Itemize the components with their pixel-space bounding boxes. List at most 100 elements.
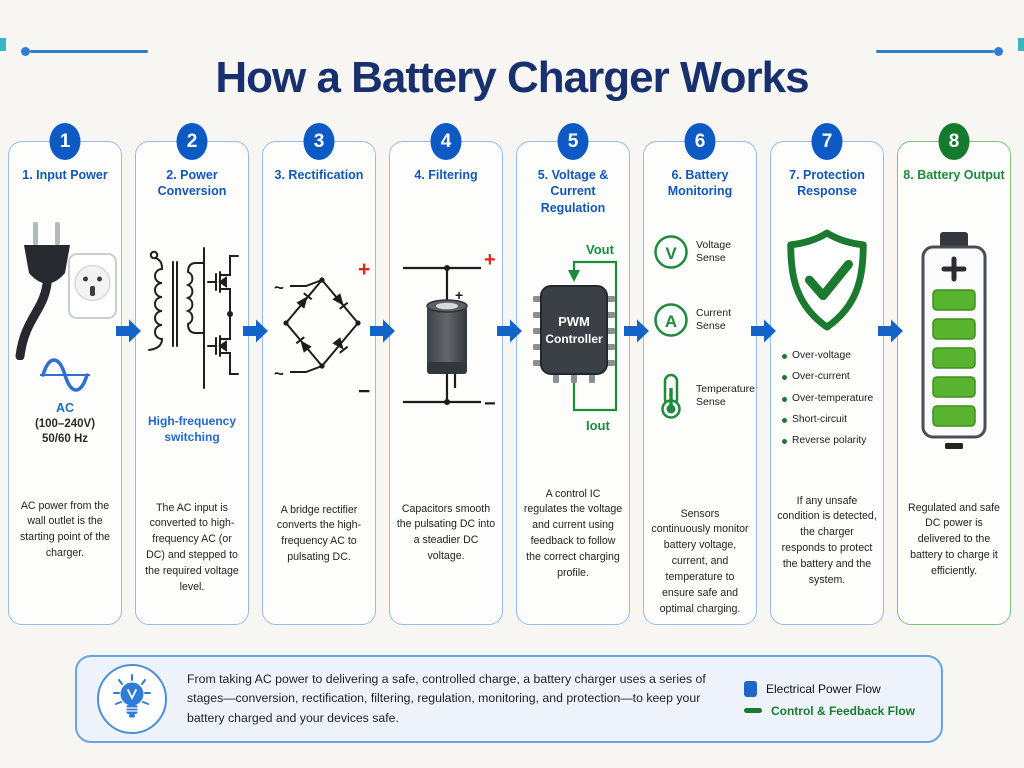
sensor-label: Voltage Sense: [696, 238, 732, 264]
legend: Electrical Power Flow Control & Feedback…: [743, 674, 915, 725]
list-item: Over-current: [782, 371, 881, 383]
stage-title: 5. Voltage & Current Regulation: [537, 168, 609, 215]
list-item: Over-temperature: [782, 393, 881, 405]
list-item: Reverse polarity: [782, 435, 881, 447]
stage-description: The AC input is converted to high-freque…: [145, 501, 239, 594]
legend-item-feedback-flow: Control & Feedback Flow: [743, 703, 915, 718]
stage-title: 1. Input Power: [22, 168, 108, 182]
chip-label-line2: Controller: [545, 332, 603, 346]
summary-text: From taking AC power to delivering a saf…: [187, 672, 706, 725]
power-flow-arrow-icon: [115, 318, 142, 344]
stage-card-input-power: 1 1. Input Power AC (100–240V): [8, 123, 122, 625]
protection-bullet-list: Over-voltage Over-current Over-temperatu…: [782, 350, 881, 457]
edge-accent-right: [1018, 38, 1024, 51]
bullet-dot: [782, 396, 787, 402]
transformer-circuit-icon: [146, 242, 240, 399]
list-item: Over-voltage: [782, 350, 881, 362]
title-line-right: [876, 50, 994, 53]
stage-description: A control IC regulates the voltage and c…: [523, 487, 623, 580]
legend-label: Control & Feedback Flow: [770, 703, 915, 718]
capacitor-icon: + + −: [397, 249, 497, 425]
stage-number-badge: 1: [49, 123, 81, 160]
feedback-flow-swatch-icon: [743, 708, 762, 713]
plus-terminal: +: [484, 250, 496, 271]
stage-title: 2. Power Conversion: [157, 168, 227, 199]
plus-terminal: +: [358, 258, 370, 281]
voltage-sense-row: V Voltage Sense: [653, 234, 754, 270]
stage-description: If any unsafe condition is detected, the…: [777, 494, 877, 587]
current-symbol: A: [665, 312, 677, 331]
bullet-dot: [782, 418, 787, 424]
minus-terminal: −: [358, 380, 370, 403]
stage-card-rectification: 3 3. Rectification: [262, 123, 376, 625]
title-line-left: [30, 50, 148, 53]
thermometer-icon: [653, 372, 689, 420]
ac-tilde-top: ~: [274, 278, 284, 297]
edge-accent-left: [0, 38, 6, 51]
stage-card-regulation: 5 5. Voltage & Current Regulation Vout P…: [516, 123, 630, 625]
stage-number-badge: 8: [938, 123, 970, 160]
stage-card-battery-output: 8 8. Battery Output Regulate: [897, 123, 1011, 625]
current-sense-row: A Current Sense: [653, 302, 754, 338]
title-line-dot-right: [994, 47, 1003, 56]
voltage-range-label: (100–240V): [34, 417, 96, 430]
stage-card-protection-response: 7 7. Protection Response Over-voltage Ov…: [770, 123, 884, 625]
stage-title: 7. Protection Response: [789, 168, 865, 199]
power-flow-arrow-icon: [750, 318, 777, 344]
ac-label: AC: [55, 401, 75, 415]
chip-label-line1: PWM: [558, 314, 590, 329]
power-flow-arrow-icon: [242, 318, 269, 344]
stage-number-badge: 6: [684, 123, 716, 160]
stage-description: Capacitors smooth the pulsating DC into …: [396, 502, 496, 563]
capacitor-plus-mark: +: [455, 287, 463, 303]
minus-terminal: −: [484, 393, 496, 415]
stage-description: A bridge rectifier converts the high-fre…: [276, 503, 362, 564]
power-flow-arrow-icon: [496, 318, 523, 344]
summary-panel: From taking AC power to delivering a saf…: [75, 655, 943, 743]
stage-description: Regulated and safe DC power is delivered…: [908, 501, 1000, 578]
stage-caption: AC (100–240V) 50/60 Hz: [9, 400, 121, 448]
stage-number-badge: 7: [811, 123, 843, 160]
pwm-controller-chip-icon: Vout PWM Controller Iout: [524, 238, 624, 443]
bullet-text: Over-current: [792, 371, 850, 383]
page-title: How a Battery Charger Works: [215, 53, 809, 103]
frequency-label: 50/60 Hz: [41, 433, 89, 446]
bullet-text: Over-voltage: [792, 350, 851, 361]
stage-title: 3. Rectification: [274, 168, 364, 182]
bullet-dot: [782, 354, 787, 359]
sensor-label: Current Sense: [696, 306, 732, 332]
ac-sine-wave-icon: [9, 354, 121, 401]
power-flow-swatch-icon: [743, 680, 757, 697]
stage-caption: High-frequency switching: [136, 414, 248, 445]
power-plug-outlet-icon: [11, 220, 121, 365]
voltage-symbol: V: [665, 244, 677, 263]
vout-label: Vout: [586, 242, 615, 257]
stage-number-badge: 5: [557, 123, 589, 160]
stage-number-badge: 3: [303, 123, 335, 160]
shield-check-icon: [771, 226, 883, 341]
power-flow-arrow-icon: [369, 318, 396, 344]
stage-number-badge: 2: [176, 123, 208, 160]
voltage-sense-icon: V: [653, 234, 689, 270]
stage-title: 6. Battery Monitoring: [667, 168, 733, 199]
sensor-label: Temperature Sense: [696, 382, 755, 408]
bullet-text: Reverse polarity: [792, 435, 867, 447]
charged-battery-icon: [898, 230, 1010, 457]
stage-number-badge: 4: [430, 123, 462, 160]
stage-description: AC power from the wall outlet is the sta…: [19, 499, 111, 560]
bullet-dot: [782, 439, 787, 445]
caption-line-2: switching: [164, 429, 220, 444]
bullet-dot: [782, 375, 787, 381]
stage-card-filtering: 4 4. Filtering + +: [389, 123, 503, 625]
stages-row: 1 1. Input Power AC (100–240V): [0, 123, 1024, 625]
stage-title: 4. Filtering: [414, 168, 478, 182]
ac-tilde-bottom: ~: [274, 364, 284, 383]
caption-line-1: High-frequency: [147, 414, 236, 428]
temperature-sense-row: Temperature Sense: [653, 372, 755, 420]
bullet-text: Over-temperature: [792, 392, 874, 404]
stage-card-battery-monitoring: 6 6. Battery Monitoring V Voltage Sense …: [643, 123, 757, 625]
bullet-text: Short-circuit: [792, 414, 847, 426]
stage-description: Sensors continuously monitor battery vol…: [651, 507, 749, 615]
power-flow-arrow-icon: [877, 318, 904, 344]
title-line-dot-left: [21, 47, 30, 56]
